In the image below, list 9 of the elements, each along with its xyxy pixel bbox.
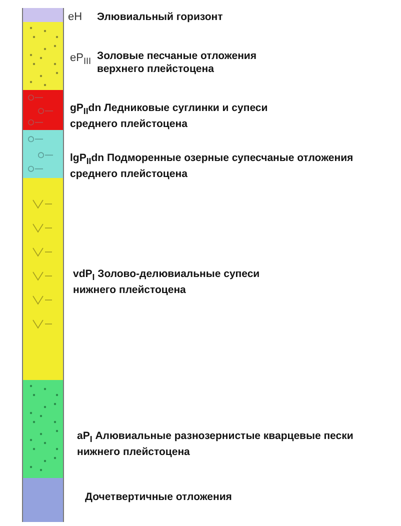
layer-description: Дочетвертичные отложения — [85, 491, 233, 504]
layer-description: gP$_{II}$dn Ледниковые суглинки и супеси среднего плейстоцена — [70, 102, 269, 132]
layer-description: vdP$_{I}$ Золово-делювиальные супеси нижнего плейстоцена — [73, 268, 261, 298]
layer-index: eP$_{III}$ — [70, 52, 92, 68]
layer-description: lgP$_{II}$dn Подморенные озерные супесчаные отложения среднего плейстоцена — [70, 152, 354, 182]
layer-description: aP$_{I}$ Алювиальные разнозернистые кварцевые пески нижнего плейстоцена — [77, 430, 354, 460]
layer-description: Элювиальный горизонт — [97, 11, 224, 24]
layer-description: Золовые песчаные отложения верхнего плейстоцена — [97, 50, 258, 76]
layer-index: eH — [68, 11, 84, 24]
